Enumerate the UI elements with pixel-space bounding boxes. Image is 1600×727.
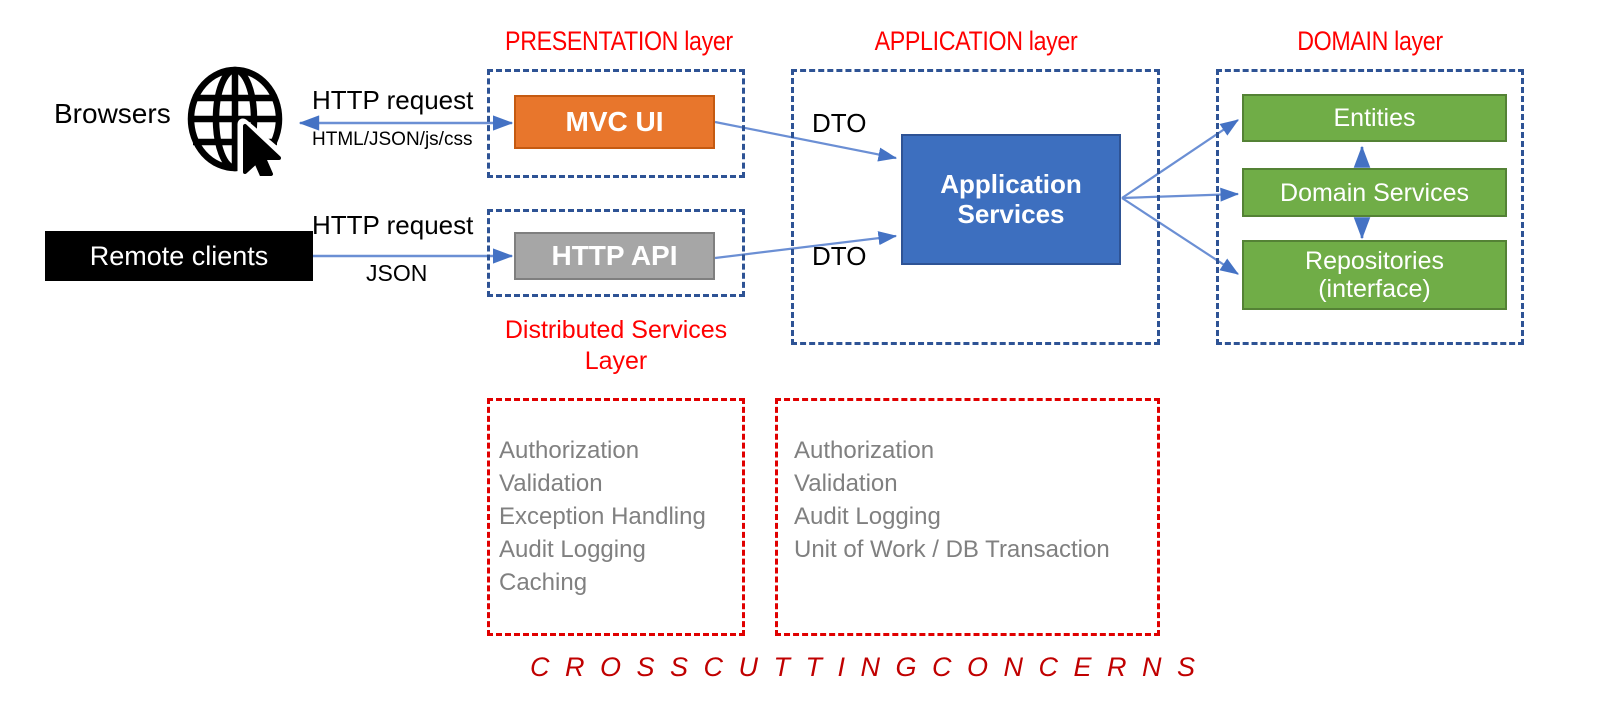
dto-bottom-label: DTO xyxy=(812,241,867,271)
mvc-ui-block: MVC UI xyxy=(514,95,715,149)
application-services-line2: Services xyxy=(957,198,1065,229)
layer-title-domain: DOMAIN layer xyxy=(1297,26,1443,56)
crosscutting-item: Validation xyxy=(499,470,603,498)
entities-block: Entities xyxy=(1242,94,1507,142)
crosscutting-item: Audit Logging xyxy=(499,536,646,564)
crosscutting-item: Audit Logging xyxy=(794,503,941,531)
repositories-block: Repositories (interface) xyxy=(1242,240,1507,310)
crosscutting-item: Caching xyxy=(499,569,588,597)
presentation-layer-box-top xyxy=(487,69,745,178)
crosscutting-box-application xyxy=(775,398,1160,636)
layer-title-application: APPLICATION layer xyxy=(874,26,1078,56)
crosscutting-concerns-caption: C R O S S C U T T I N G C O N C E R N S xyxy=(530,652,1200,682)
dto-top-label: DTO xyxy=(812,108,867,138)
remote-clients-block: Remote clients xyxy=(45,231,313,281)
browser-request-label: HTTP request xyxy=(312,85,474,115)
remote-response-label: JSON xyxy=(366,260,428,286)
crosscutting-list-presentation: Authorization Validation Exception Handl… xyxy=(499,434,706,600)
crosscutting-box-presentation xyxy=(487,398,745,636)
crosscutting-item: Authorization xyxy=(794,437,935,464)
crosscutting-item: Authorization xyxy=(499,437,640,464)
layer-title-presentation: PRESENTATION layer xyxy=(505,26,733,56)
globe-cursor-icon xyxy=(187,66,291,176)
distributed-services-layer-title: Distributed Services Layer xyxy=(486,315,746,378)
application-layer-box xyxy=(791,69,1160,345)
distributed-services-title-line1: Distributed Services xyxy=(504,316,728,344)
presentation-layer-box-bottom xyxy=(487,209,745,297)
remote-request-label: HTTP request xyxy=(312,210,474,240)
crosscutting-item: Validation xyxy=(794,470,898,498)
repositories-line1: Repositories xyxy=(1305,247,1444,275)
browser-response-label: HTML/JSON/js/css xyxy=(312,129,473,150)
repositories-line2: (interface) xyxy=(1318,275,1431,303)
browsers-label: Browsers xyxy=(54,98,171,129)
domain-services-block: Domain Services xyxy=(1242,168,1507,217)
domain-layer-box xyxy=(1216,69,1524,345)
application-services-line1: Application xyxy=(940,169,1082,200)
crosscutting-item: Unit of Work / DB Transaction xyxy=(794,536,1110,564)
http-api-block: HTTP API xyxy=(514,232,715,280)
application-services-block: Application Services xyxy=(901,134,1121,265)
distributed-services-title-line2: Layer xyxy=(584,347,648,376)
crosscutting-list-application: Authorization Validation Audit Logging U… xyxy=(794,434,1110,566)
crosscutting-item: Exception Handling xyxy=(499,503,706,531)
